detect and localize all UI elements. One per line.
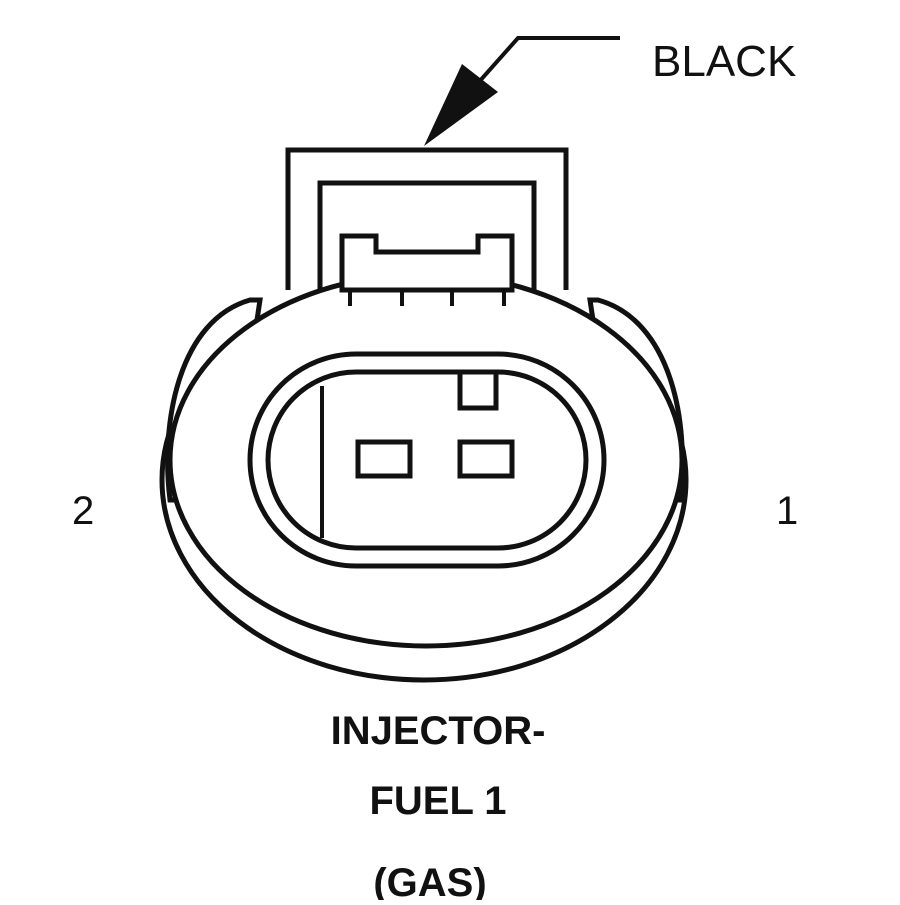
terminal-cavity-1 — [457, 439, 515, 479]
socket-key-notch — [457, 369, 499, 411]
socket-inner — [265, 369, 589, 551]
callout-label: BLACK — [652, 37, 796, 86]
pin-label-right: 1 — [776, 489, 798, 533]
pin-label-left: 2 — [72, 489, 94, 533]
callout-arrowhead-icon — [424, 64, 498, 146]
title-line-1: INJECTOR- — [331, 709, 546, 753]
title-line-2: FUEL 1 — [369, 779, 506, 823]
terminal-cavity-2 — [355, 439, 413, 479]
callout-leader-line — [468, 36, 620, 94]
lock-latch — [339, 233, 515, 293]
title-line-3: (GAS) — [373, 861, 486, 900]
callout-leader — [424, 36, 620, 146]
